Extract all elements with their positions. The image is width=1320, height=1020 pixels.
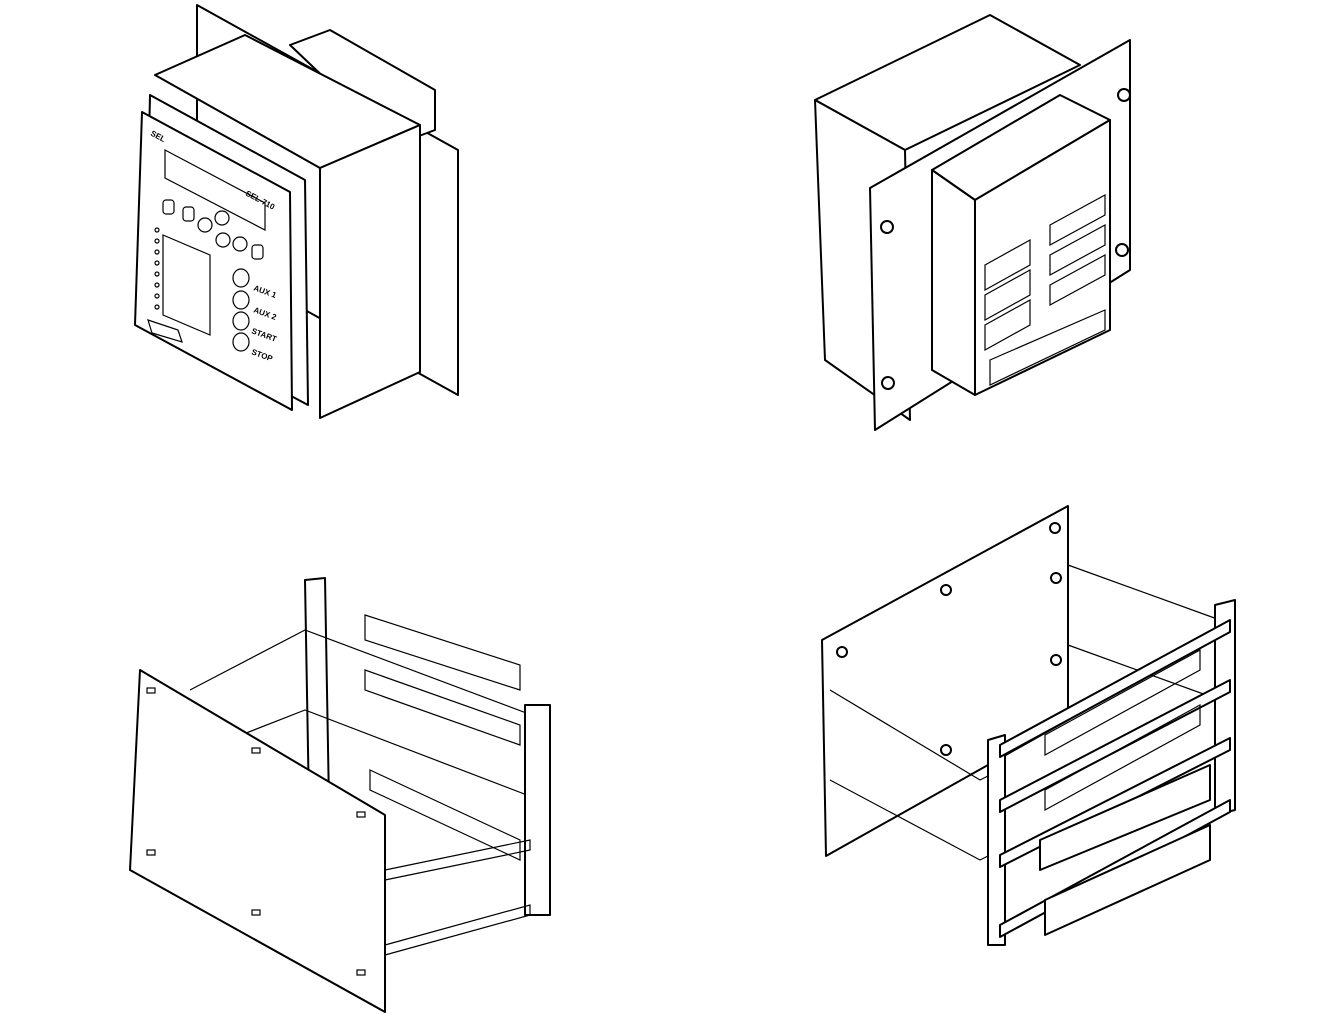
led-indicators	[154, 227, 211, 336]
terminal-strip-upper	[364, 614, 521, 691]
terminal-block-lower	[1044, 824, 1211, 936]
serial-port	[147, 319, 183, 343]
aux1-button[interactable]	[232, 268, 250, 288]
mounting-plate	[821, 505, 1069, 857]
view-frame-front-isometric	[129, 577, 551, 1013]
plate-studs	[146, 687, 366, 976]
up-arrow-button[interactable]	[214, 210, 230, 226]
terminal-block-row	[369, 769, 521, 861]
front-panel	[134, 111, 293, 411]
mounting-rail-left	[987, 734, 1006, 946]
rear-module-side	[931, 169, 976, 396]
terminal-block-upper	[1039, 764, 1211, 871]
view-rear-isometric	[814, 14, 1131, 431]
bar-1	[999, 619, 1231, 758]
escape-button[interactable]	[162, 199, 175, 215]
navigation-keypad	[162, 199, 264, 260]
mounting-rail-right	[524, 704, 551, 916]
mounting-plate	[129, 669, 386, 1013]
bar-2	[999, 679, 1231, 813]
terminal-strip-middle	[1044, 703, 1201, 812]
down-arrow-button[interactable]	[215, 232, 231, 248]
left-arrow-button[interactable]	[197, 217, 213, 233]
view-frame-rear-isometric	[821, 505, 1236, 946]
rear-terminal-panel	[974, 119, 1111, 396]
enter-button[interactable]	[182, 206, 195, 222]
terminal-connectors	[984, 193, 1106, 386]
case-side	[319, 124, 421, 419]
start-button[interactable]	[232, 311, 250, 331]
terminal-strip-middle	[364, 669, 521, 746]
stop-button[interactable]	[232, 332, 250, 352]
terminal-strip-upper	[1044, 648, 1201, 757]
aux2-button[interactable]	[232, 290, 250, 310]
view-front-isometric: SEL SEL-710 AUX 1 AUX 2 START STOP	[134, 4, 459, 419]
right-arrow-button[interactable]	[232, 236, 248, 252]
display-window	[164, 149, 266, 231]
reset-button[interactable]	[251, 244, 264, 260]
plate-nuts	[836, 522, 1062, 756]
plate-nuts	[880, 88, 1131, 390]
